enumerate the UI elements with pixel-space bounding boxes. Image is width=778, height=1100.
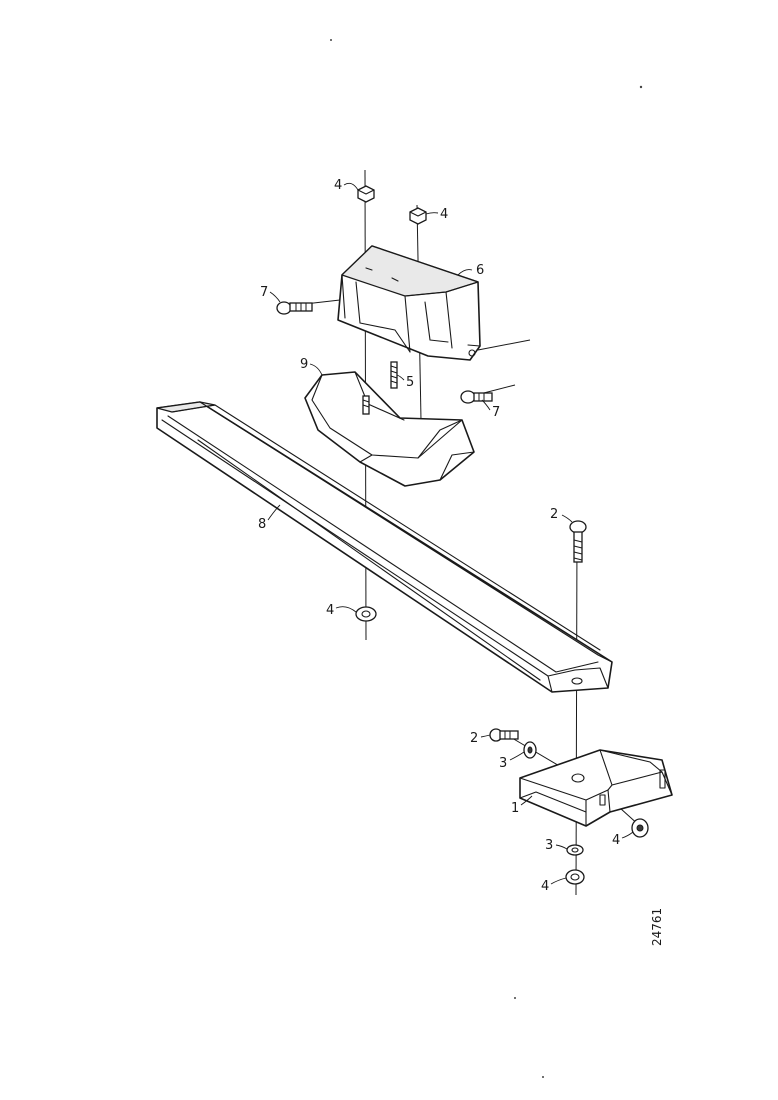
nut-icon xyxy=(631,818,649,838)
bolt-icon xyxy=(460,390,493,404)
bolt-icon xyxy=(569,520,587,563)
callout-3: 3 xyxy=(499,756,507,771)
leader-lines xyxy=(267,182,634,885)
washer-icon xyxy=(566,844,584,856)
nut-icon xyxy=(409,207,427,225)
scan-specks xyxy=(330,39,643,1078)
nut-icon xyxy=(357,185,375,203)
stud-icon xyxy=(390,361,398,389)
callout-1: 1 xyxy=(511,801,519,816)
callout-4: 4 xyxy=(326,603,334,618)
hardware xyxy=(276,185,649,885)
callout-6: 6 xyxy=(476,263,484,278)
nut-icon xyxy=(565,869,585,885)
callout-4: 4 xyxy=(612,833,620,848)
crossmember-channel xyxy=(156,401,613,693)
rubber-mount-pad xyxy=(304,371,475,487)
callout-8: 8 xyxy=(258,517,266,532)
callout-7: 7 xyxy=(260,285,268,300)
callout-9: 9 xyxy=(300,357,308,372)
nut-icon xyxy=(355,606,377,622)
callout-2: 2 xyxy=(550,507,558,522)
callout-4: 4 xyxy=(440,207,448,222)
lower-bracket xyxy=(519,749,673,827)
washer-icon xyxy=(523,741,537,759)
upper-bracket-housing xyxy=(337,245,481,361)
bolt-icon xyxy=(276,301,313,315)
callout-4: 4 xyxy=(541,879,549,894)
callout-5: 5 xyxy=(406,375,414,390)
callout-7: 7 xyxy=(492,405,500,420)
callout-4: 4 xyxy=(334,178,342,193)
callout-labels: 4 4 6 7 9 5 7 8 2 4 2 3 1 4 3 4 xyxy=(258,178,620,894)
callout-3: 3 xyxy=(545,838,553,853)
callout-2: 2 xyxy=(470,731,478,746)
stud-icon xyxy=(362,395,370,415)
drawing-reference-number: 24761 xyxy=(650,908,664,946)
bolt-icon xyxy=(489,728,519,742)
